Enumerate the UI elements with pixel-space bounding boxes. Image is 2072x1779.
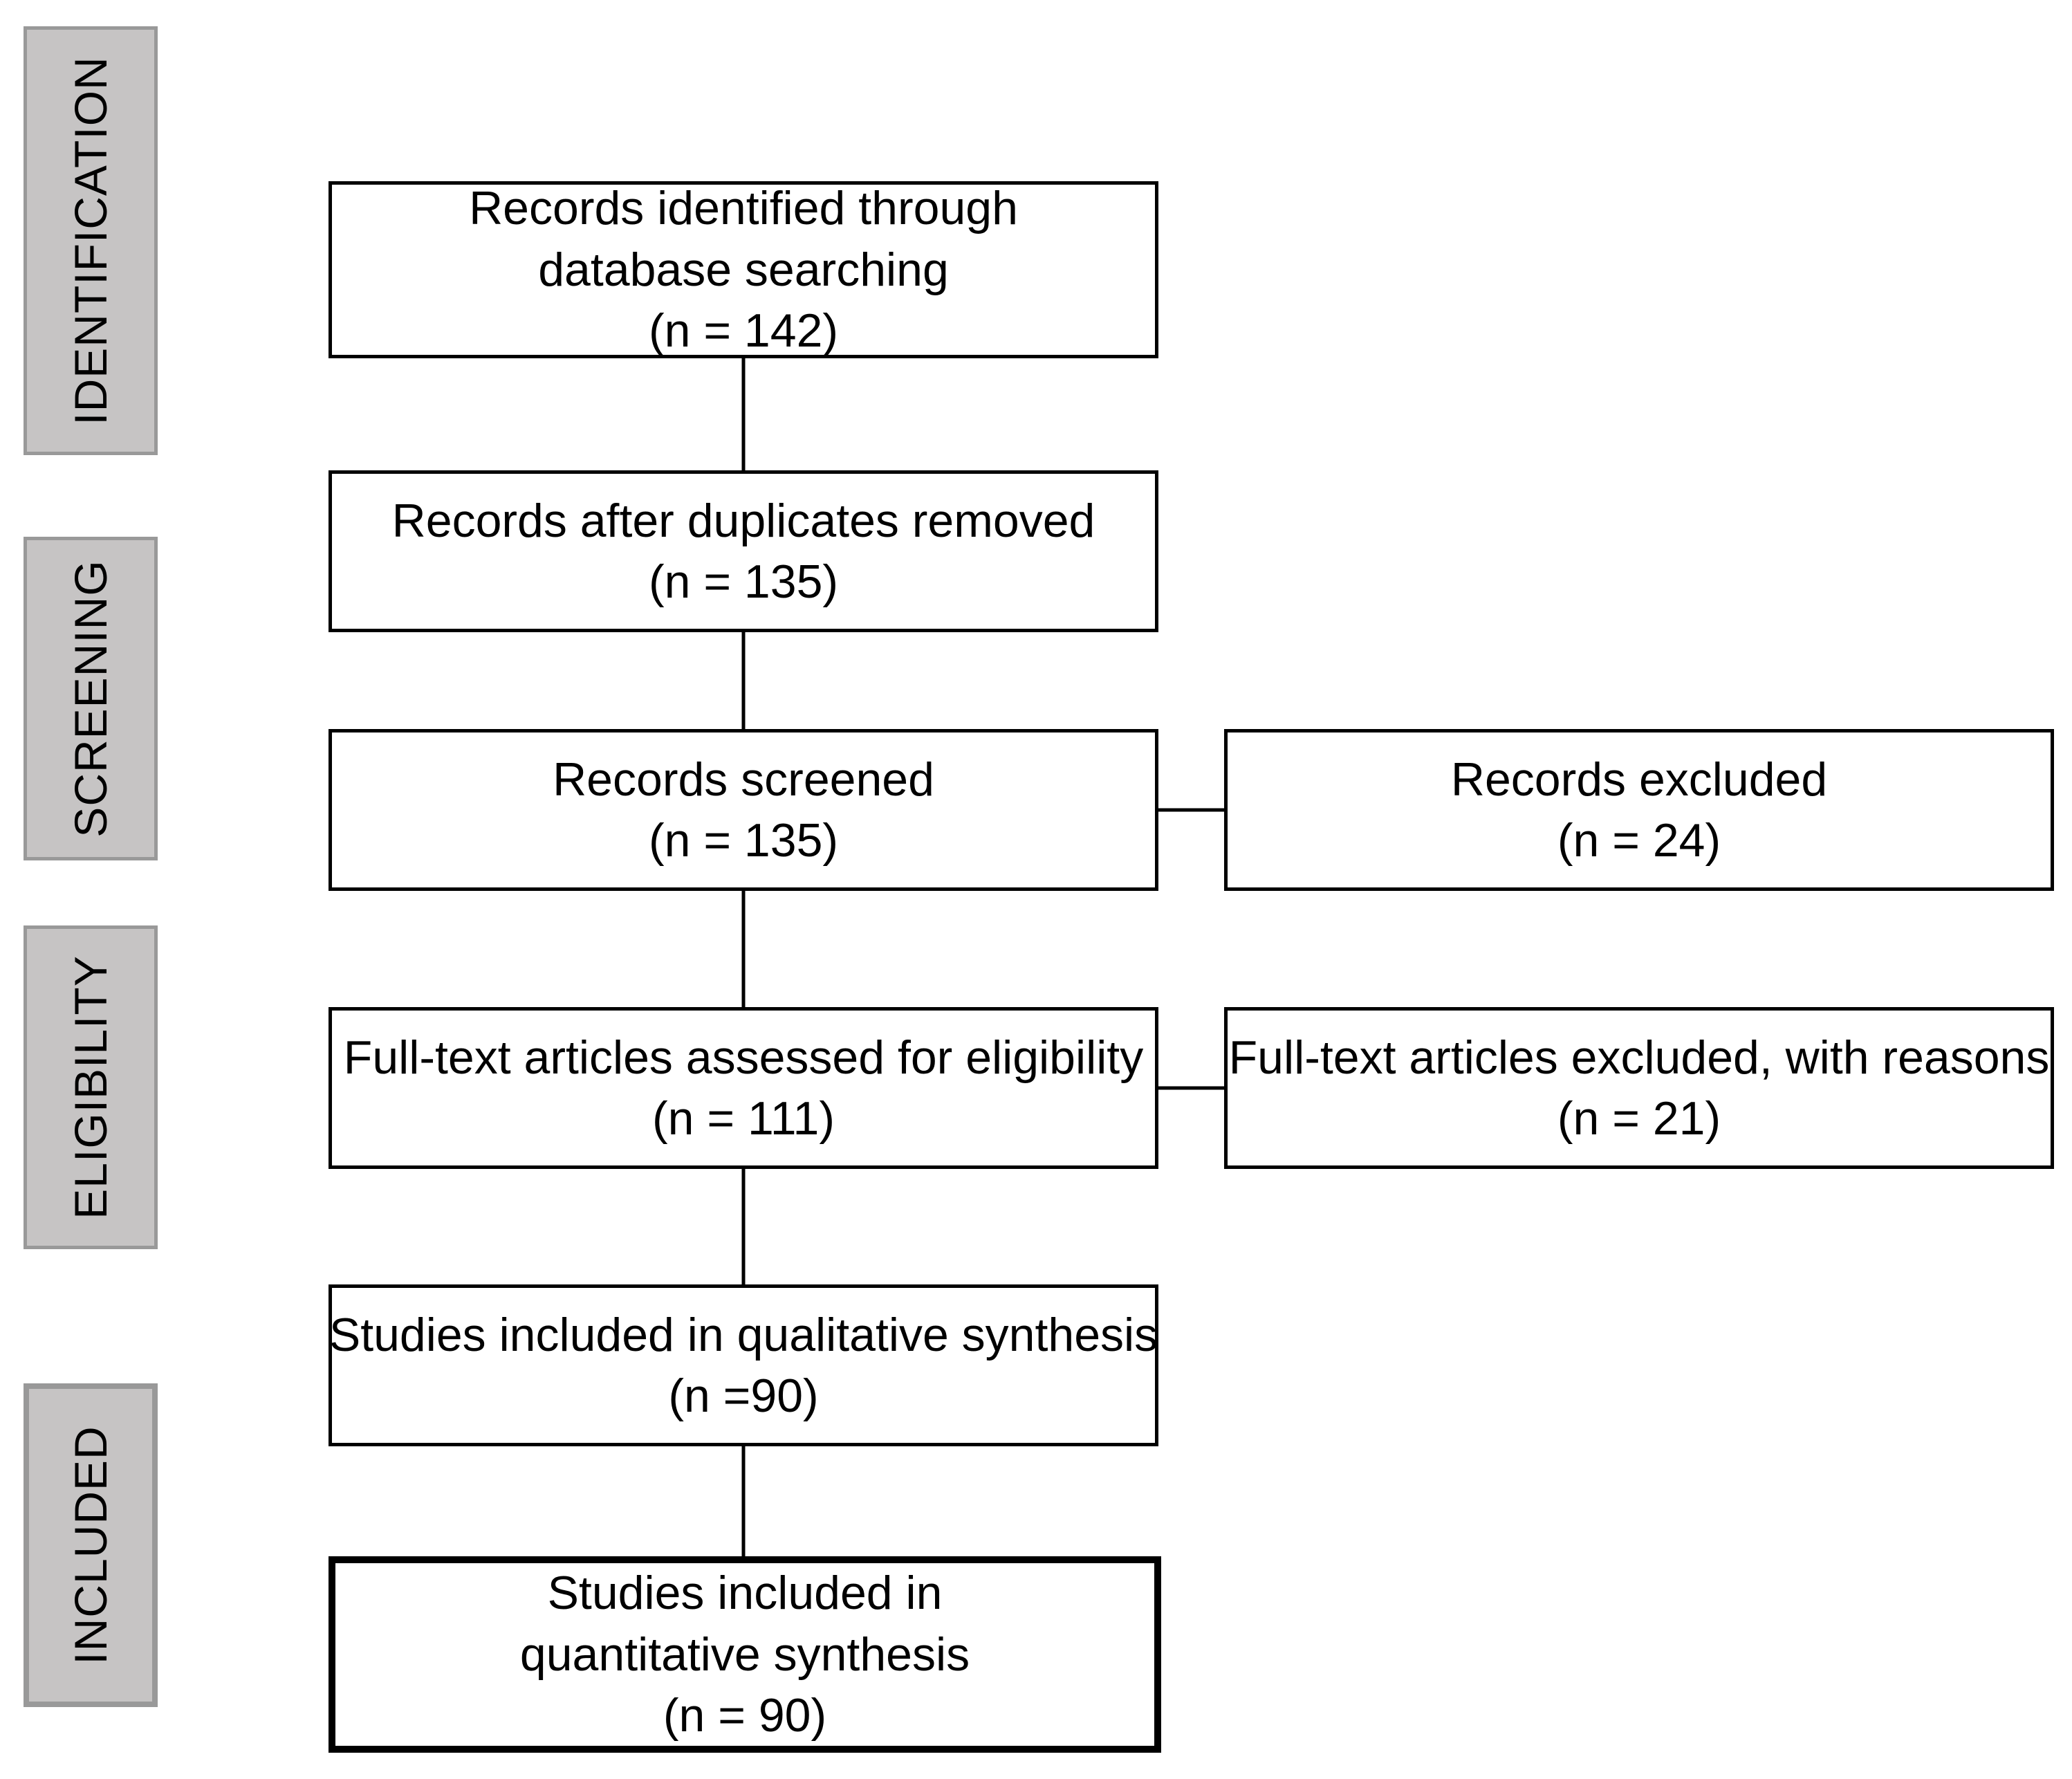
box-records-identified-count: (n = 142) — [648, 304, 839, 358]
box-fulltext-excluded-label: Full-text articles excluded, with reason… — [1228, 1031, 2050, 1084]
box-duplicates-removed: Records after duplicates removed (n = 13… — [329, 470, 1158, 632]
phase-label-included: INCLUDED — [24, 1383, 158, 1707]
box-qualitative-synthesis-count: (n =90) — [668, 1370, 819, 1422]
box-quantitative-synthesis-count: (n = 90) — [663, 1689, 827, 1742]
box-fulltext-excluded-count: (n = 21) — [1557, 1092, 1721, 1145]
box-records-identified-line-1: Records identified through — [469, 182, 1018, 235]
phase-text-screening: SCREENING — [65, 560, 116, 838]
box-records-screened: Records screened (n = 135) — [329, 729, 1158, 891]
box-records-screened-label: Records screened — [553, 753, 934, 806]
box-quantitative-synthesis-line-1: Studies included in — [547, 1567, 943, 1620]
box-records-excluded: Records excluded (n = 24) — [1224, 729, 2054, 891]
box-records-identified-line-2: database searching — [538, 243, 949, 296]
box-records-screened-count: (n = 135) — [648, 814, 839, 867]
box-quantitative-synthesis: Studies included in quantitative synthes… — [329, 1556, 1161, 1753]
box-fulltext-assessed-label: Full-text articles assessed for eligibil… — [343, 1031, 1144, 1084]
box-duplicates-removed-count: (n = 135) — [648, 555, 839, 608]
phase-label-screening: SCREENING — [24, 537, 158, 860]
phase-text-identification: IDENTIFICATION — [65, 56, 116, 425]
box-qualitative-synthesis: Studies included in qualitative synthesi… — [329, 1284, 1158, 1446]
phase-text-eligibility: ELIGIBILITY — [65, 955, 116, 1219]
box-duplicates-removed-label: Records after duplicates removed — [391, 494, 1095, 547]
box-records-excluded-label: Records excluded — [1450, 753, 1828, 806]
box-records-excluded-count: (n = 24) — [1557, 814, 1721, 867]
box-fulltext-excluded: Full-text articles excluded, with reason… — [1224, 1007, 2054, 1169]
box-fulltext-assessed: Full-text articles assessed for eligibil… — [329, 1007, 1158, 1169]
phase-text-included: INCLUDED — [65, 1426, 116, 1665]
box-fulltext-assessed-count: (n = 111) — [652, 1092, 835, 1145]
box-qualitative-synthesis-label: Studies included in qualitative synthesi… — [329, 1308, 1158, 1361]
phase-label-eligibility: ELIGIBILITY — [24, 925, 158, 1249]
box-records-identified: Records identified through database sear… — [329, 181, 1158, 358]
box-quantitative-synthesis-line-2: quantitative synthesis — [519, 1628, 970, 1681]
phase-label-identification: IDENTIFICATION — [24, 26, 158, 455]
